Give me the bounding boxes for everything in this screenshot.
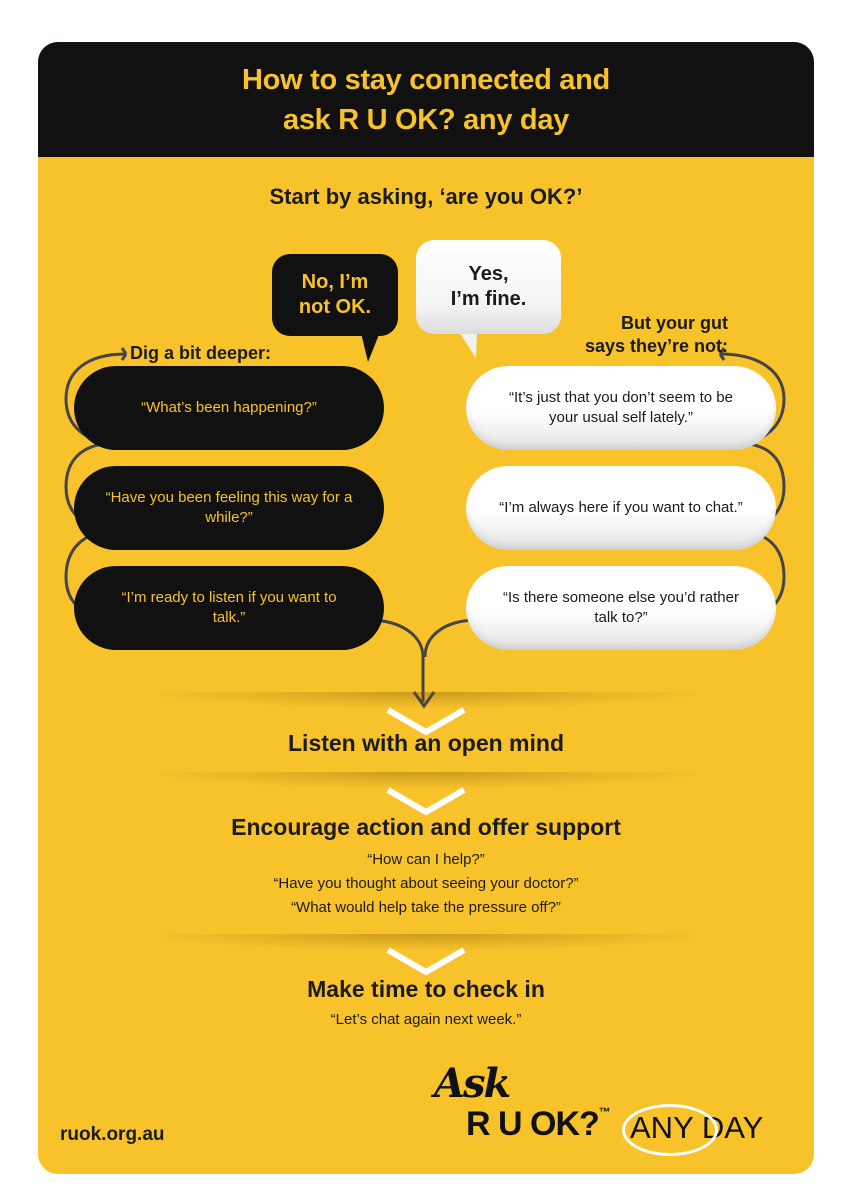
step-listen-title: Listen with an open mind [288, 730, 564, 756]
step-encourage-title: Encourage action and offer support [231, 814, 621, 840]
header-title-line-1: How to stay connected and [242, 63, 610, 96]
gut-feeling-label: But your gut says they’re not: [558, 312, 728, 358]
not-ok-bubble: No, I’m not OK. [272, 254, 398, 336]
right-question-pill: “It’s just that you don’t seem to be you… [466, 366, 776, 450]
right-question-pill: “Is there someone else you’d rather talk… [466, 566, 776, 650]
step-divider-shade [158, 692, 694, 708]
header-banner: How to stay connected and ask R U OK? an… [38, 42, 814, 157]
logo-ruok: R U OK?™ [466, 1105, 611, 1144]
header-title-line-2: ask R U OK? any day [282, 103, 569, 136]
gut-feeling-line-1: But your gut [621, 313, 728, 333]
logo-trademark: ™ [598, 1105, 611, 1119]
fine-line-2: I’m fine. [450, 288, 527, 310]
logo-any: ANY [622, 1104, 718, 1156]
start-prompt: Start by asking, ‘are you OK?’ [269, 184, 583, 209]
poster-card: How to stay connected and ask R U OK? an… [38, 42, 814, 1174]
connector-arrow-icon [412, 691, 436, 709]
encourage-quote: “How can I help?” [367, 851, 485, 868]
logo-ruok-text: R U OK? [466, 1105, 600, 1143]
left-question-pill: “What’s been happening?” [74, 366, 384, 450]
not-ok-line-1: No, I’m [301, 271, 369, 293]
step-checkin-title: Make time to check in [307, 976, 545, 1002]
not-ok-line-2: not OK. [298, 296, 372, 318]
website-link[interactable]: ruok.org.au [60, 1124, 165, 1145]
step-divider-shade [158, 772, 694, 788]
left-question-pill: “I’m ready to listen if you want to talk… [74, 566, 384, 650]
checkin-quote: “Let’s chat again next week.” [330, 1011, 522, 1028]
right-question-pill: “I’m always here if you want to chat.” [466, 466, 776, 550]
chevron-down-icon [386, 707, 466, 736]
chevron-down-icon [386, 787, 466, 816]
left-question-pill: “Have you been feeling this way for a wh… [74, 466, 384, 550]
logo-circle-icon [622, 1104, 718, 1156]
encourage-quote: “What would help take the pressure off?” [291, 899, 561, 916]
gut-feeling-line-2: says they’re not: [584, 336, 728, 356]
fine-line-1: Yes, [468, 263, 509, 285]
step-divider-shade [158, 934, 694, 950]
logo-ask: Ask [434, 1060, 511, 1107]
encourage-quote: “Have you thought about seeing your doct… [273, 875, 579, 892]
logo-anyday: ANY DAY [622, 1104, 763, 1156]
chevron-down-icon [386, 947, 466, 976]
dig-deeper-label: Dig a bit deeper: [130, 343, 272, 363]
fine-bubble: Yes, I’m fine. [416, 240, 561, 334]
